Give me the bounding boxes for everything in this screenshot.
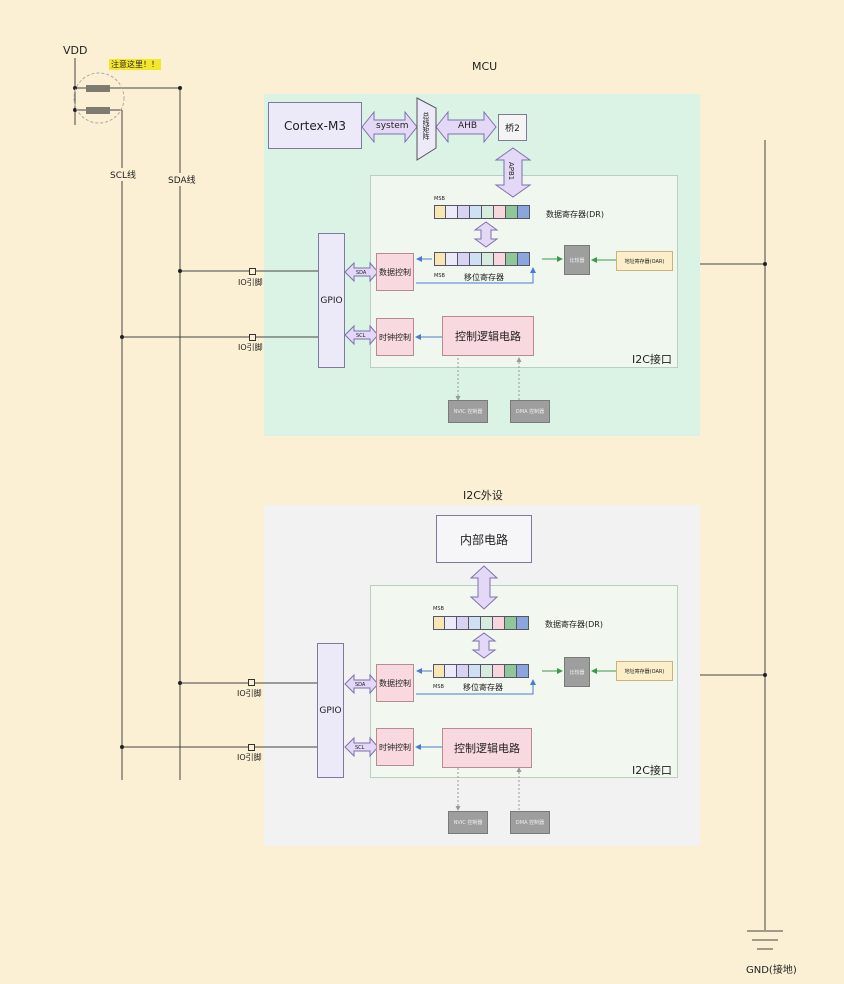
peripheral-comparator-box: 比较器 [564,657,590,687]
mcu-data-control-box: 数据控制 [376,253,414,291]
mcu-io-pin-label-1: IO引脚 [238,278,263,287]
mcu-dr-label: 数据寄存器(DR) [546,210,604,219]
peripheral-io-pin-label-2: IO引脚 [237,753,262,762]
mcu-data-register [434,205,530,219]
peripheral-shift-register [433,664,529,678]
apb1-label: APB1 [507,162,515,181]
note-label: 注意这里！！ [109,59,161,70]
cortex-m3-box: Cortex-M3 [268,102,362,149]
internal-circuit-box: 内部电路 [436,515,532,563]
mcu-nvic-box: NVIC 控制器 [448,400,488,423]
peripheral-dr-msb-label: MSB [433,606,444,612]
mcu-io-pin-scl [249,334,256,341]
mcu-shift-msb-label: MSB [434,273,445,279]
system-bus-label: system [376,121,409,131]
peripheral-clock-control-box: 时钟控制 [376,728,414,766]
peripheral-gpio-box: GPIO [317,643,344,778]
bridge-2-box: 桥2 [498,114,527,141]
mcu-oar-box: 地址寄存器(OAR) [616,251,673,271]
peripheral-shift-label: 移位寄存器 [463,683,503,692]
peripheral-nvic-box: NVIC 控制器 [448,811,488,834]
mcu-io-pin-sda [249,268,256,275]
peripheral-data-control-box: 数据控制 [376,664,414,702]
mcu-shift-label: 移位寄存器 [464,273,504,282]
scl-line-label: SCL线 [110,168,137,181]
gnd-label: GND(接地) [746,965,797,976]
mcu-dma-box: DMA 控制器 [510,400,550,423]
mcu-shift-register [434,252,530,266]
vdd-label: VDD [63,44,88,57]
peripheral-dr-label: 数据寄存器(DR) [545,620,603,629]
peripheral-i2c-label: I2C接口 [632,764,672,777]
peripheral-io-pin-scl [248,744,255,751]
peripheral-scl-tag: SCL [355,745,365,751]
mcu-i2c-label: I2C接口 [632,353,672,366]
peripheral-control-logic-box: 控制逻辑电路 [442,728,532,768]
peripheral-data-register [433,616,529,630]
peripheral-shift-msb-label: MSB [433,684,444,690]
mcu-control-logic-box: 控制逻辑电路 [442,316,534,356]
peripheral-title: I2C外设 [463,489,503,502]
peripheral-sda-tag: SDA [355,682,366,688]
ahb-label: AHB [458,121,478,131]
mcu-clock-control-box: 时钟控制 [376,318,414,356]
mcu-scl-tag: SCL [356,333,366,339]
peripheral-dma-box: DMA 控制器 [510,811,550,834]
mcu-sda-tag: SDA [356,270,367,276]
peripheral-oar-box: 地址寄存器(OAR) [616,661,673,681]
sda-line-label: SDA线 [168,173,196,186]
mcu-io-pin-label-2: IO引脚 [238,343,263,352]
peripheral-io-pin-sda [248,679,255,686]
peripheral-io-pin-label-1: IO引脚 [237,689,262,698]
mcu-gpio-box: GPIO [318,233,345,368]
mcu-dr-msb-label: MSB [434,196,445,202]
mcu-title: MCU [472,60,498,73]
mcu-comparator-box: 比较器 [564,245,590,275]
bus-matrix-label: 总线矩阵 [422,112,430,140]
